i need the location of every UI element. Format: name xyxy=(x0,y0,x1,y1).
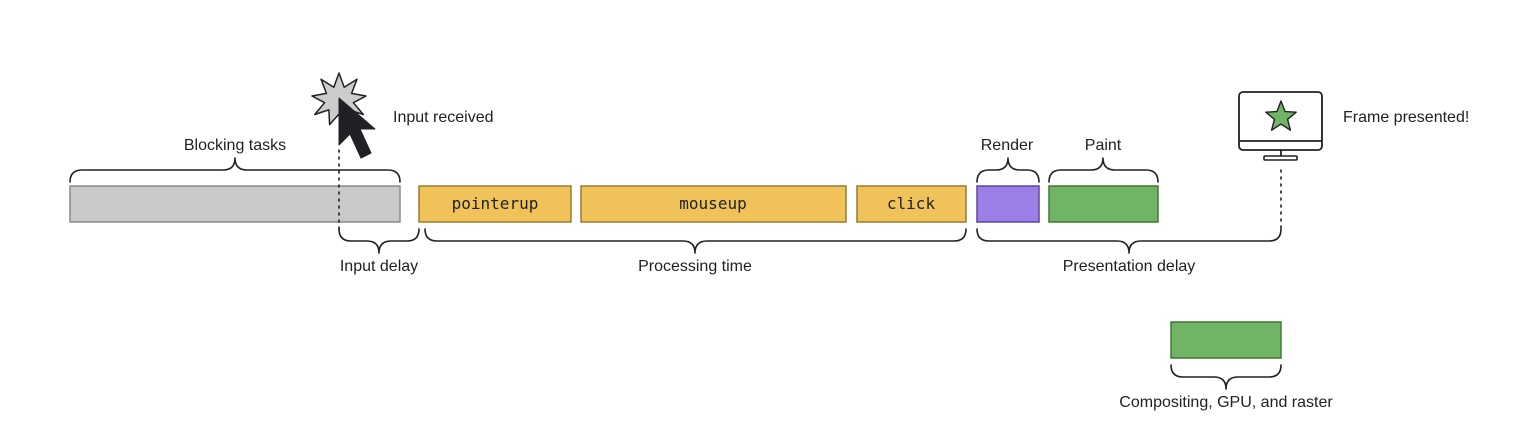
pointerup-label: pointerup xyxy=(452,194,539,213)
pointerup-task: pointerup xyxy=(418,185,572,223)
compositing-bar xyxy=(1170,321,1282,359)
paint-brace xyxy=(1048,157,1159,183)
blocking-tasks-brace xyxy=(69,157,401,183)
render-label: Render xyxy=(981,137,1034,154)
presentation-delay-label: Presentation delay xyxy=(1063,258,1196,275)
mouse-cursor-icon xyxy=(338,97,376,159)
presentation-delay-brace xyxy=(976,228,1282,254)
render-brace xyxy=(976,157,1040,183)
click-label: click xyxy=(887,194,936,213)
paint-label: Paint xyxy=(1085,137,1122,154)
star-icon xyxy=(1265,100,1297,131)
mouseup-label: mouseup xyxy=(679,194,746,213)
frame-presented-label: Frame presented! xyxy=(1343,109,1469,126)
render-task-bar xyxy=(976,185,1040,223)
compositing-label: Compositing, GPU, and raster xyxy=(1119,394,1333,411)
input-delay-label: Input delay xyxy=(340,258,418,275)
blocking-task-bar xyxy=(69,185,401,223)
paint-task-bar xyxy=(1048,185,1159,223)
input-received-label: Input received xyxy=(393,109,494,126)
click-task: click xyxy=(856,185,967,223)
processing-time-brace xyxy=(424,228,967,254)
blocking-tasks-label: Blocking tasks xyxy=(184,137,286,154)
monitor-icon xyxy=(1238,91,1323,161)
input-delay-brace xyxy=(338,228,420,254)
mouseup-task: mouseup xyxy=(580,185,847,223)
processing-time-label: Processing time xyxy=(638,258,752,275)
compositing-brace xyxy=(1170,364,1282,390)
